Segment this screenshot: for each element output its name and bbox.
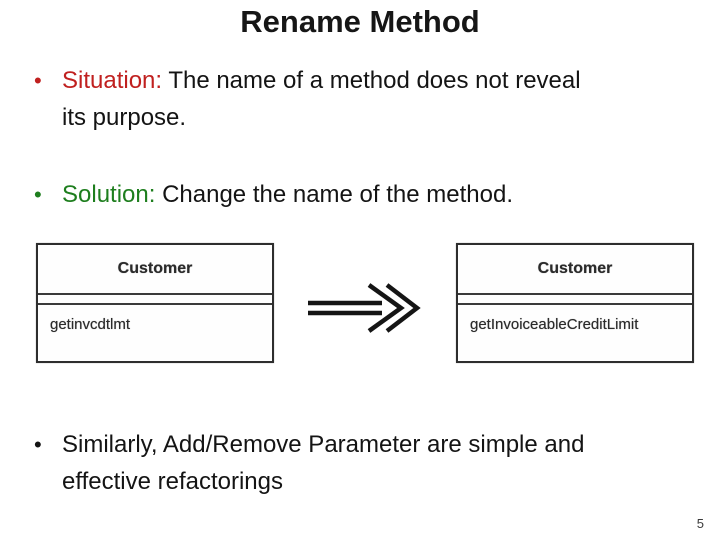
bullet-item-solution: • Solution: Change the name of the metho… [30, 176, 702, 213]
bullet-body: Change the name of the method. [155, 181, 513, 208]
bullet-item-situation: • Situation: The name of a method does n… [30, 62, 702, 136]
bullet-text: Solution: Change the name of the method. [62, 176, 702, 213]
uml-attributes-compartment [38, 295, 272, 305]
bullet-marker: • [34, 182, 42, 207]
bullet-body: The name of a method does not reveal its… [62, 67, 581, 131]
page-number: 5 [696, 516, 704, 531]
uml-class-box-before: Customer getinvcdtlmt [36, 243, 274, 363]
uml-class-name: Customer [458, 245, 692, 295]
bullet-item-similarly: • Similarly, Add/Remove Parameter are si… [30, 426, 702, 500]
bullet-lead: Situation: [62, 67, 163, 94]
bullet-marker: • [34, 432, 42, 457]
bullet-marker: • [34, 68, 42, 93]
uml-method-name: getInvoiceableCreditLimit [470, 316, 639, 333]
uml-class-name: Customer [38, 245, 272, 295]
double-right-arrow-icon [303, 282, 421, 334]
bullet-body: Similarly, Add/Remove Parameter are simp… [62, 431, 585, 495]
uml-class-box-after: Customer getInvoiceableCreditLimit [456, 243, 694, 363]
bullet-lead: Solution: [62, 181, 156, 208]
bullet-text: Similarly, Add/Remove Parameter are simp… [62, 426, 702, 500]
uml-attributes-compartment [458, 295, 692, 305]
uml-method-name: getinvcdtlmt [50, 316, 131, 333]
bullet-text: Situation: The name of a method does not… [62, 62, 702, 136]
page-title: Rename Method [240, 4, 480, 39]
